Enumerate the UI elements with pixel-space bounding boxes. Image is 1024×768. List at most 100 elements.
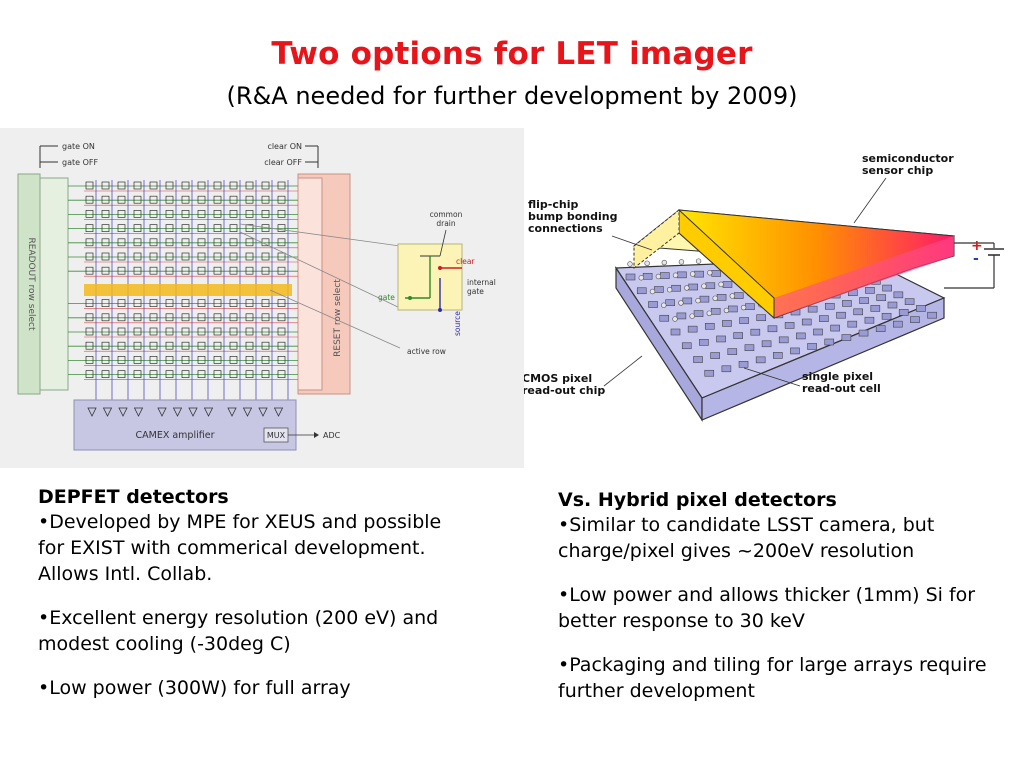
pixel-cell <box>165 195 174 204</box>
pixel-cell <box>213 252 222 261</box>
amplifier-triangles <box>87 407 284 417</box>
slide-title: Two options for LET imager <box>271 36 753 72</box>
pixel-cell <box>117 266 126 275</box>
readout-cell <box>659 314 670 322</box>
pixel-cell <box>101 341 110 350</box>
pixel-cell <box>101 370 110 378</box>
amplifier-channel <box>203 407 214 417</box>
pixel-cell <box>149 313 158 322</box>
bump-bond <box>661 259 667 266</box>
amplifier-channel <box>87 407 97 417</box>
pixel-cell <box>261 327 270 336</box>
pixel-cell <box>261 341 270 350</box>
bump-bond <box>695 297 701 304</box>
readout-cell <box>836 311 846 319</box>
hybrid-bullet-2: •Low power and allows thicker (1mm) Si f… <box>558 584 976 632</box>
clear-terminal-label: clear <box>456 257 475 266</box>
amplifier-channel <box>118 407 128 417</box>
pixel-cell <box>149 238 158 247</box>
readout-cell <box>681 342 692 350</box>
pixel-cell <box>85 195 94 204</box>
readout-row-select-label: READOUT row select <box>26 237 36 330</box>
pixel-cell <box>229 299 238 307</box>
amplifier-channel <box>102 407 113 417</box>
depfet-matrix-svg: gate ON gate OFF clear ON clear OFF READ… <box>17 142 496 451</box>
pixel-cell <box>213 299 222 307</box>
pixel-cell <box>85 327 94 336</box>
pixel-cell <box>165 370 174 378</box>
pixel-cell <box>165 210 174 218</box>
readout-cell <box>699 339 709 346</box>
readout-cell <box>682 297 693 305</box>
readout-cell <box>733 332 743 339</box>
bump-bond <box>689 271 696 277</box>
readout-cell <box>699 295 710 303</box>
readout-cell <box>853 308 863 316</box>
pixel-cell <box>213 341 222 350</box>
depfet-bullet-3: •Low power (300W) for full array <box>38 677 351 699</box>
pixel-cell <box>165 266 174 275</box>
pixel-cell <box>181 210 190 218</box>
active-row-highlight <box>84 284 292 296</box>
readout-cell <box>767 325 778 333</box>
pixel-cell <box>277 327 286 336</box>
pixel-cell <box>245 370 254 378</box>
readout-cell <box>824 338 835 346</box>
pixel-cell <box>213 181 222 190</box>
pixel-cell <box>277 370 286 378</box>
depfet-matrix-diagram: gate ON gate OFF clear ON clear OFF READ… <box>0 128 524 468</box>
pixel-cell <box>133 341 142 350</box>
pixel-cell <box>245 299 254 307</box>
bump-bond <box>689 313 695 319</box>
readout-cell <box>636 287 647 295</box>
readout-cell <box>693 310 704 317</box>
pixel-cell <box>165 224 174 232</box>
readout-cell <box>705 282 716 290</box>
readout-cell <box>813 328 823 336</box>
pixel-cell <box>277 313 286 322</box>
pixel-cell <box>277 238 286 247</box>
pixel-cell <box>149 181 158 190</box>
pixel-cell <box>261 195 270 204</box>
pixel-cell <box>229 266 238 275</box>
gate-on-label: gate ON <box>62 142 95 151</box>
pixel-cell <box>213 313 222 322</box>
pixel-cell <box>149 370 158 378</box>
pixel-cell <box>229 181 238 190</box>
readout-cell <box>625 273 636 281</box>
pixel-cell <box>101 195 110 204</box>
pixel-cell <box>133 266 142 275</box>
readout-cell <box>881 312 892 320</box>
readout-cell <box>694 270 704 278</box>
pixel-cell <box>277 266 286 275</box>
pixel-cell <box>101 266 110 275</box>
depfet-bullet-1: •Developed by MPE for XEUS and possible … <box>38 511 442 585</box>
pixel-cell <box>117 252 126 261</box>
readout-cell <box>819 315 829 322</box>
pixel-cell <box>277 224 286 232</box>
pixel-cell <box>261 181 270 190</box>
pixel-cell <box>197 181 206 190</box>
readout-cell <box>716 294 727 301</box>
pixel-cell <box>85 238 94 247</box>
bump-bond <box>701 283 707 289</box>
pixel-cell <box>213 370 222 378</box>
pixel-cell <box>245 356 254 364</box>
pixel-cell <box>149 195 158 204</box>
pixel-cell <box>197 266 206 275</box>
pixel-cell <box>197 299 206 307</box>
pixel-cell <box>229 238 238 247</box>
readout-cell <box>773 352 783 359</box>
pixel-cell <box>117 370 126 378</box>
readout-cell <box>671 284 681 292</box>
pixel-cell <box>197 341 206 350</box>
pixel-cell <box>245 313 254 322</box>
gate-terminal-label: gate <box>378 293 395 302</box>
readout-cell <box>910 316 920 323</box>
battery-minus-sign: - <box>973 251 979 267</box>
pixel-cell <box>85 181 94 190</box>
pixel-cell <box>229 341 238 350</box>
readout-cell <box>733 292 744 299</box>
